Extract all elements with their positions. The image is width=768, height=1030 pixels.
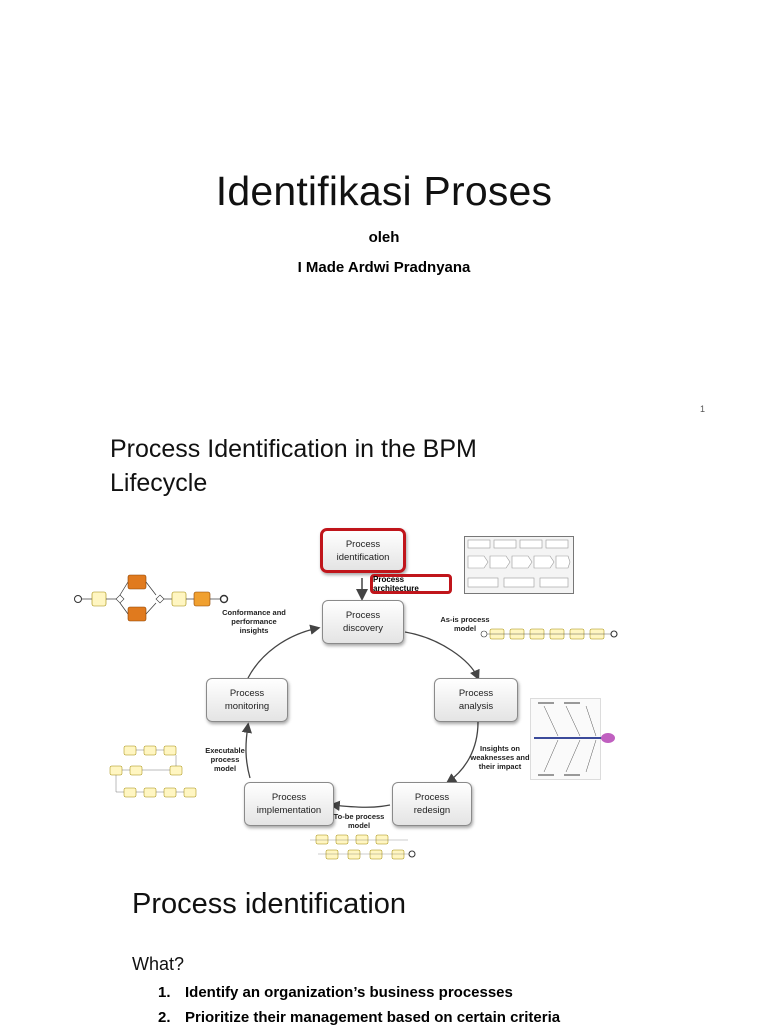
label-weakness-insights: Insights on weaknesses and their impact [470, 744, 530, 771]
arrow-analysis-redesign [445, 721, 479, 784]
process-architecture-box: Process architecture [370, 574, 452, 594]
author-name: I Made Ardwi Pradnyana [297, 259, 471, 276]
node-process-redesign: Process redesign [392, 782, 472, 826]
page-number: 1 [700, 404, 706, 414]
list-item-number: 1. [158, 984, 171, 1001]
slide-title-line-1: Process Identification in the BPM [110, 435, 477, 463]
what-list: 1. Identify an organization’s business p… [158, 980, 560, 1030]
label-as-is-model: As-is process model [440, 615, 490, 633]
node-process-implementation: Process implementation [244, 782, 334, 826]
node-process-monitoring: Process monitoring [206, 678, 288, 722]
executable-model-thumbnail [109, 745, 197, 798]
node-process-discovery: Process discovery [322, 600, 404, 644]
monitoring-process-thumbnail [74, 574, 229, 622]
label-conformance-insights: Conformance and performance insights [222, 608, 286, 635]
bpm-lifecycle-diagram: Process identification Process architect… [60, 520, 620, 860]
node-process-identification: Process identification [320, 528, 406, 573]
fishbone-analysis-thumbnail [530, 698, 615, 780]
lifecycle-connectors [241, 578, 480, 812]
slide-title: Process identification [132, 888, 407, 920]
list-item-number: 2. [158, 1009, 171, 1026]
process-identification-slide: Process identification What? 1. Identify… [0, 870, 768, 1026]
list-item: 1. Identify an organization’s business p… [158, 980, 560, 1005]
list-item-text: Prioritize their management based on cer… [185, 1009, 561, 1026]
lifecycle-slide: Process Identification in the BPM Lifecy… [0, 420, 768, 870]
as-is-model-thumbnail [480, 628, 618, 640]
list-item: 2. Prioritize their management based on … [158, 1005, 560, 1030]
title-slide: Identifikasi Proses oleh I Made Ardwi Pr… [0, 0, 768, 420]
arrow-redesign-implementation [329, 800, 391, 812]
slide-title: Identifikasi Proses [215, 168, 553, 214]
architecture-thumbnail [464, 536, 574, 594]
slide-title-line-2: Lifecycle [110, 469, 208, 497]
label-to-be-model: To-be process model [333, 812, 385, 830]
label-executable-model: Executable process model [205, 746, 245, 773]
arrow-implementation-monitoring [241, 722, 252, 779]
to-be-model-thumbnail [310, 834, 416, 860]
arrow-monitoring-discovery [247, 624, 321, 679]
node-process-analysis: Process analysis [434, 678, 518, 722]
by-label: oleh [368, 229, 400, 246]
question-heading: What? [132, 954, 185, 974]
arrow-discovery-analysis [404, 631, 480, 681]
slide-title: Process Identification in the BPM Lifecy… [110, 432, 670, 500]
list-item-text: Identify an organization’s business proc… [185, 984, 513, 1001]
